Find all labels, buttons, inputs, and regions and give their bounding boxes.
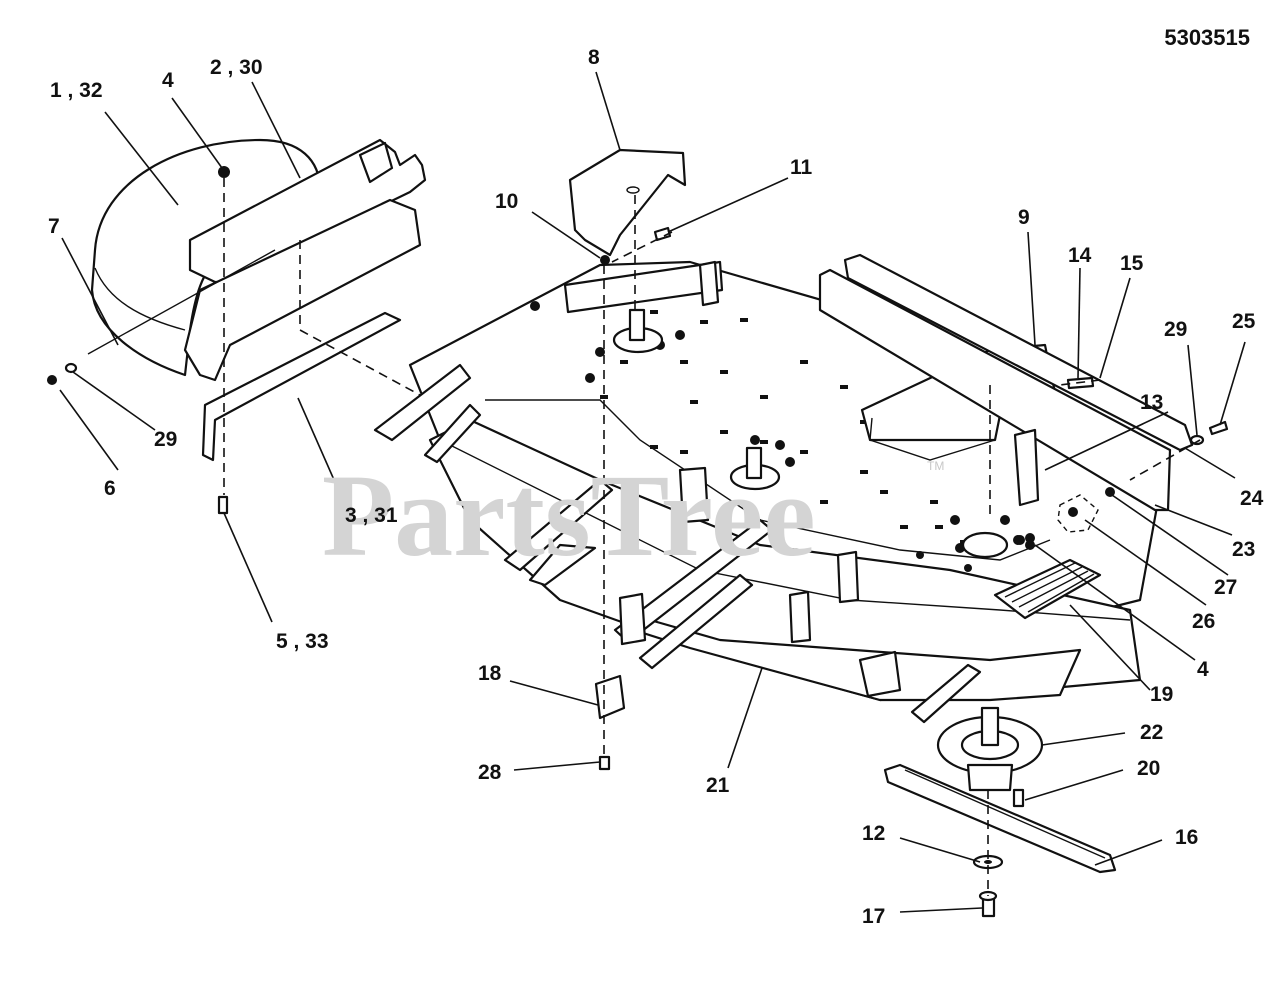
callout-29-left: 29 xyxy=(154,428,177,451)
callout-19: 19 xyxy=(1150,683,1173,706)
callout-7: 7 xyxy=(48,215,60,238)
hardware xyxy=(47,166,1229,808)
callout-22: 22 xyxy=(1140,721,1163,744)
callout-26: 26 xyxy=(1192,610,1215,633)
step-pad xyxy=(993,558,1102,620)
callout-10: 10 xyxy=(495,190,518,213)
callout-14: 14 xyxy=(1068,244,1092,267)
gasket-26 xyxy=(1057,494,1099,533)
mower-blade xyxy=(883,763,1117,874)
bracket-2-30 xyxy=(183,138,427,382)
baffle-strip xyxy=(201,311,402,462)
callout-17: 17 xyxy=(862,905,885,928)
spindle-assembly xyxy=(936,706,1044,792)
deck-spindles xyxy=(612,308,1009,559)
callout-29-right: 29 xyxy=(1164,318,1187,341)
callout-27: 27 xyxy=(1214,576,1237,599)
callout-28: 28 xyxy=(478,761,502,784)
callout-24: 24 xyxy=(1240,487,1264,510)
callout-11: 11 xyxy=(790,156,813,179)
spindle-shield-8 xyxy=(568,148,687,257)
callout-18: 18 xyxy=(478,662,502,685)
callout-4-lower: 4 xyxy=(1197,658,1209,681)
watermark-text: PartsTree xyxy=(322,450,816,581)
callout-9: 9 xyxy=(1018,206,1030,229)
leader-lines xyxy=(59,71,1246,913)
callout-25: 25 xyxy=(1232,310,1256,333)
bracket-13 xyxy=(1013,428,1040,507)
callout-5-33: 5 , 33 xyxy=(276,630,329,653)
callout-12: 12 xyxy=(862,822,885,845)
callout-21: 21 xyxy=(706,774,730,797)
callout-2-30: 2 , 30 xyxy=(210,56,263,79)
callout-20: 20 xyxy=(1137,757,1160,780)
callout-13: 13 xyxy=(1140,391,1163,414)
callout-8: 8 xyxy=(588,46,600,69)
callout-15: 15 xyxy=(1120,252,1144,275)
assembly-lines xyxy=(223,178,1201,896)
callout-23: 23 xyxy=(1232,538,1255,561)
document-number: 5303515 xyxy=(1164,25,1250,50)
callout-6: 6 xyxy=(104,477,116,500)
callout-3-31: 3 , 31 xyxy=(345,504,398,527)
callout-16: 16 xyxy=(1175,826,1198,849)
clip-18 xyxy=(594,674,626,720)
callout-1-32: 1 , 32 xyxy=(50,79,103,102)
callout-labels: 1 , 32 4 2 , 30 7 29 6 3 , 31 5 , 33 8 1… xyxy=(48,46,1264,928)
watermark-trademark: TM xyxy=(927,459,944,473)
callout-4-upper: 4 xyxy=(162,69,174,92)
